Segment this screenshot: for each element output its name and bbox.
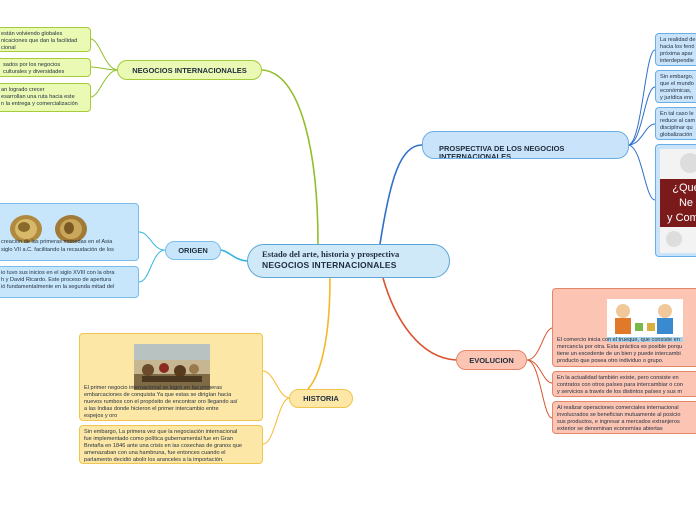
central-subtitle: NEGOCIOS INTERNACIONALES [262, 260, 397, 270]
prospectiva-leaf-1[interactable]: La realidad de hacia los fenó próxima ap… [655, 33, 696, 66]
evolucion-leaf-1[interactable]: El comercio inicia con el trueque, que c… [552, 288, 696, 367]
topic-prospectiva[interactable]: PROSPECTIVA DE LOS NEGOCIOS INTERNACIONA… [422, 131, 629, 159]
historia-leaf-2[interactable]: Sin embargo, La primera vez que la negoc… [79, 425, 263, 464]
evolucion-leaf-3[interactable]: Al realizar operaciones comerciales inte… [552, 401, 696, 434]
evolucion-leaf-2[interactable]: En la actualidad también existe, pero co… [552, 371, 696, 397]
central-title: Estado del arte, historia y prospectiva [262, 249, 400, 259]
topic-evolucion[interactable]: EVOLUCION [456, 350, 527, 370]
topic-label: PROSPECTIVA DE LOS NEGOCIOS INTERNACIONA… [439, 144, 565, 159]
evolucion-leaf-1-text: El comercio inicia con el trueque, que c… [557, 337, 682, 364]
negocios-leaf-1[interactable]: están volviendo globales nicaciones que … [0, 27, 91, 52]
topic-label: HISTORIA [303, 394, 339, 403]
topic-label: ORIGEN [178, 246, 208, 255]
negocios-leaf-3[interactable]: an logrado crecer esarrollan una ruta ha… [0, 83, 91, 112]
topic-historia[interactable]: HISTORIA [289, 389, 353, 408]
negocios-leaf-2[interactable]: sados por los negocios culturales y dive… [0, 58, 91, 77]
origen-leaf-1[interactable]: creación de las primeras monedas en el A… [0, 203, 139, 261]
central-topic[interactable]: Estado del arte, historia y prospectiva … [247, 244, 450, 278]
historia-leaf-1-text: El primer negocio internacional se logró… [84, 385, 238, 419]
topic-label: NEGOCIOS INTERNACIONALES [132, 66, 247, 75]
topic-origen[interactable]: ORIGEN [165, 241, 221, 260]
coins-image [7, 206, 87, 243]
origen-leaf-2[interactable]: io tuvo sus inicios en el siglo XVIII co… [0, 266, 139, 298]
question-poster-text: ¿Qué Ne y Come [667, 182, 696, 224]
prospectiva-image-card[interactable]: ¿Qué Ne y Come [655, 144, 696, 257]
prospectiva-leaf-3[interactable]: En tal caso le reduce al cam disciplinar… [655, 107, 696, 140]
topic-negocios-internacionales[interactable]: NEGOCIOS INTERNACIONALES [117, 60, 262, 80]
topic-label: EVOLUCION [469, 356, 514, 365]
origen-leaf-1-text: creación de las primeras monedas en el A… [1, 239, 114, 253]
barter-illustration-image [607, 292, 683, 342]
prospectiva-leaf-2[interactable]: Sin embargo, que el mundo económicas, y … [655, 70, 696, 103]
conquest-painting-image [134, 337, 210, 390]
question-poster-image: ¿Qué Ne y Come [660, 149, 696, 253]
historia-leaf-1[interactable]: El primer negocio internacional se logró… [79, 333, 263, 421]
